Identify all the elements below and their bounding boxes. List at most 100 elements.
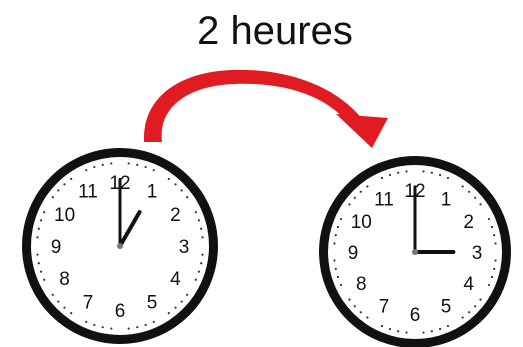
clock-numeral: 3 <box>472 243 483 264</box>
minute-tick <box>366 316 368 318</box>
minute-tick <box>128 327 130 329</box>
minute-tick <box>360 311 362 313</box>
clock-numeral: 11 <box>78 182 98 203</box>
minute-tick <box>333 242 335 244</box>
clock-numeral: 1 <box>441 189 452 210</box>
minute-tick <box>491 276 493 278</box>
minute-tick <box>40 219 42 221</box>
minute-tick <box>493 234 495 236</box>
clock-numeral: 5 <box>147 292 158 313</box>
minute-tick <box>494 242 496 244</box>
clock-numeral: 1 <box>147 182 158 203</box>
minute-tick <box>93 166 95 168</box>
minute-tick <box>174 183 176 185</box>
minute-tick <box>85 321 87 323</box>
minute-tick <box>494 259 496 261</box>
clock-numeral: 10 <box>54 205 75 226</box>
minute-tick <box>174 307 176 309</box>
minute-tick <box>200 262 202 264</box>
minute-tick <box>36 236 38 238</box>
curved-arrow <box>144 70 388 148</box>
minute-tick <box>360 191 362 193</box>
minute-tick <box>145 166 147 168</box>
minute-tick <box>63 183 65 185</box>
clock-numeral: 9 <box>348 243 359 264</box>
minute-tick <box>488 218 490 220</box>
minute-tick <box>488 284 490 286</box>
minute-tick <box>333 259 335 261</box>
minute-tick <box>462 316 464 318</box>
minute-tick <box>397 172 399 174</box>
clock-center <box>117 243 123 249</box>
minute-tick <box>110 162 112 164</box>
minute-tick <box>354 305 356 307</box>
minute-tick <box>136 164 138 166</box>
clock-numeral: 6 <box>410 305 421 326</box>
clock-numeral: 4 <box>170 269 181 290</box>
minute-tick <box>36 254 38 256</box>
minute-tick <box>43 279 45 281</box>
minute-tick <box>40 271 42 273</box>
minute-tick <box>102 326 104 328</box>
minute-tick <box>405 331 407 333</box>
minute-tick <box>348 299 350 301</box>
minute-tick <box>52 196 54 198</box>
minute-tick <box>468 191 470 193</box>
minute-tick <box>85 169 87 171</box>
minute-tick <box>70 178 72 180</box>
minute-tick <box>439 174 441 176</box>
minute-tick <box>57 189 59 191</box>
minute-tick <box>405 170 407 172</box>
clock-numeral: 4 <box>463 274 474 295</box>
minute-tick <box>397 330 399 332</box>
minute-tick <box>474 305 476 307</box>
minute-tick <box>479 203 481 205</box>
minute-tick <box>186 196 188 198</box>
minute-tick <box>136 326 138 328</box>
clock-numeral: 2 <box>170 205 181 226</box>
minute-tick <box>389 328 391 330</box>
minute-tick <box>381 325 383 327</box>
minute-tick <box>337 276 339 278</box>
minute-tick <box>38 262 40 264</box>
minute-tick <box>153 169 155 171</box>
minute-tick <box>57 300 59 302</box>
clock-numeral: 8 <box>356 274 367 295</box>
clock-numeral: 3 <box>179 237 190 258</box>
minute-tick <box>186 294 188 296</box>
arrow-shaft <box>144 70 363 142</box>
minute-tick <box>335 234 337 236</box>
clock-start: 121234567891011 <box>22 148 218 344</box>
clock-numeral: 6 <box>115 301 126 322</box>
minute-tick <box>381 177 383 179</box>
arrow-head <box>336 114 388 148</box>
clock-numeral: 2 <box>463 212 474 233</box>
clock-end: 121234567891011 <box>319 156 511 347</box>
minute-tick <box>195 279 197 281</box>
minute-tick <box>198 271 200 273</box>
clock-numeral: 7 <box>83 292 94 313</box>
minute-tick <box>168 312 170 314</box>
clock-numeral: 5 <box>441 297 452 318</box>
minute-tick <box>422 331 424 333</box>
minute-tick <box>102 164 104 166</box>
minute-tick <box>447 177 449 179</box>
minute-tick <box>389 174 391 176</box>
minute-tick <box>145 324 147 326</box>
minute-tick <box>340 218 342 220</box>
minute-tick <box>422 170 424 172</box>
minute-tick <box>153 321 155 323</box>
clock-numeral: 7 <box>379 297 390 318</box>
minute-tick <box>431 172 433 174</box>
minute-tick <box>479 299 481 301</box>
minute-tick <box>493 268 495 270</box>
minute-tick <box>70 312 72 314</box>
minute-tick <box>110 327 112 329</box>
minute-tick <box>335 268 337 270</box>
clock-numeral: 11 <box>374 189 394 210</box>
minute-tick <box>474 197 476 199</box>
minute-tick <box>128 162 130 164</box>
clock-numeral: 9 <box>51 237 62 258</box>
minute-tick <box>181 300 183 302</box>
